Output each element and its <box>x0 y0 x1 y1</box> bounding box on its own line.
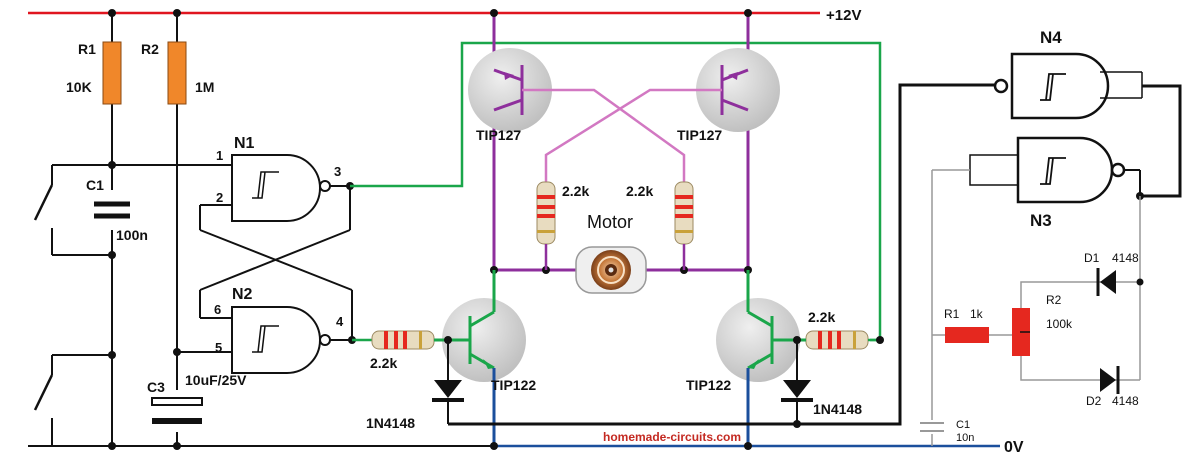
gate-n4 <box>1010 52 1110 120</box>
q2-label: TIP127 <box>677 127 722 143</box>
osc-c1-name: C1 <box>956 419 970 431</box>
r1-value: 10K <box>66 79 92 95</box>
ground-label: 0V <box>1004 439 1024 456</box>
push-switch-1 <box>33 184 54 221</box>
transistor-q2 <box>696 48 780 132</box>
node-dot <box>744 442 752 450</box>
gate-n3-label: N3 <box>1030 211 1052 230</box>
gate-n3 <box>1016 136 1114 204</box>
node-dot <box>108 9 116 17</box>
diode-left-label: 1N4148 <box>366 415 415 431</box>
node-dot <box>1136 278 1144 286</box>
push-switch-2 <box>33 374 54 411</box>
c1-value: 100n <box>116 227 148 243</box>
node-dot <box>444 336 452 344</box>
gate-n2-label: N2 <box>232 286 253 303</box>
base-right-value: 2.2k <box>808 309 835 325</box>
node-dot <box>744 9 752 17</box>
q4-label: TIP122 <box>686 377 731 393</box>
r2-name: R2 <box>141 41 159 57</box>
resistor-pink-right <box>674 181 694 245</box>
drive-wire-n1 <box>350 41 882 342</box>
diode-left <box>434 380 462 398</box>
schmitt-symbol <box>1040 73 1066 101</box>
r2-value: 1M <box>195 79 214 95</box>
capacitor-c3-plate <box>151 397 203 406</box>
pink-right-value: 2.2k <box>626 183 653 199</box>
c3-name: C3 <box>147 379 165 395</box>
diode-right <box>783 380 811 398</box>
osc-r1-name: R1 <box>944 307 960 321</box>
osc-r2-value: 100k <box>1046 317 1073 331</box>
c1-name: C1 <box>86 177 104 193</box>
node-dot <box>108 251 116 259</box>
pin-label: 5 <box>215 340 222 355</box>
pink-left-value: 2.2k <box>562 183 589 199</box>
pin-label: 1 <box>216 148 223 163</box>
schmitt-symbol <box>252 171 279 199</box>
transistor-q1 <box>468 48 552 132</box>
q1-label: TIP127 <box>476 127 521 143</box>
q3-label: TIP122 <box>491 377 536 393</box>
motor-label: Motor <box>587 212 633 232</box>
osc-r2-name: R2 <box>1046 293 1062 307</box>
diode-d1 <box>1100 270 1116 294</box>
r1-name: R1 <box>78 41 96 57</box>
node-dot <box>876 336 884 344</box>
transistor-q3 <box>442 298 526 382</box>
pin-label: 4 <box>336 314 344 329</box>
watermark: homemade-circuits.com <box>603 430 741 444</box>
resistor-osc-r1 <box>945 327 989 343</box>
node-dot <box>173 348 181 356</box>
diode-d2 <box>1100 368 1116 392</box>
resistor-r2 <box>167 41 187 105</box>
osc-c1-value: 10n <box>956 432 974 444</box>
gate-n1-label: N1 <box>234 135 255 152</box>
gate-n4-label: N4 <box>1040 28 1062 47</box>
diode-right-label: 1N4148 <box>813 401 862 417</box>
node-dot <box>108 442 116 450</box>
node-dot <box>793 336 801 344</box>
node-dot <box>490 9 498 17</box>
pin-label: 6 <box>214 302 221 317</box>
resistor-r1 <box>102 41 122 105</box>
gate-n1 <box>231 154 321 222</box>
transistor-q4 <box>716 298 800 382</box>
pin-label: 3 <box>334 164 341 179</box>
osc-r1-value: 1k <box>970 307 984 321</box>
node-dot <box>173 9 181 17</box>
base-left-value: 2.2k <box>370 355 397 371</box>
node-dot <box>490 442 498 450</box>
schmitt-symbol <box>252 325 279 353</box>
c3-value: 10uF/25V <box>185 372 247 388</box>
resistor-pink-left <box>536 181 556 245</box>
schmitt-symbol <box>1040 157 1066 185</box>
pin-label: 2 <box>216 190 223 205</box>
pink-cross-1 <box>522 88 686 182</box>
node-dot <box>173 442 181 450</box>
d2-name: D2 <box>1086 394 1102 408</box>
node-dot <box>108 351 116 359</box>
d2-value: 4148 <box>1112 394 1139 408</box>
d1-name: D1 <box>1084 251 1100 265</box>
pink-cross-2 <box>544 88 722 182</box>
d1-value: 4148 <box>1112 251 1139 265</box>
gate-n2 <box>231 306 321 374</box>
supply-label: +12V <box>826 7 861 24</box>
oscillator-output-wire <box>448 83 1000 426</box>
